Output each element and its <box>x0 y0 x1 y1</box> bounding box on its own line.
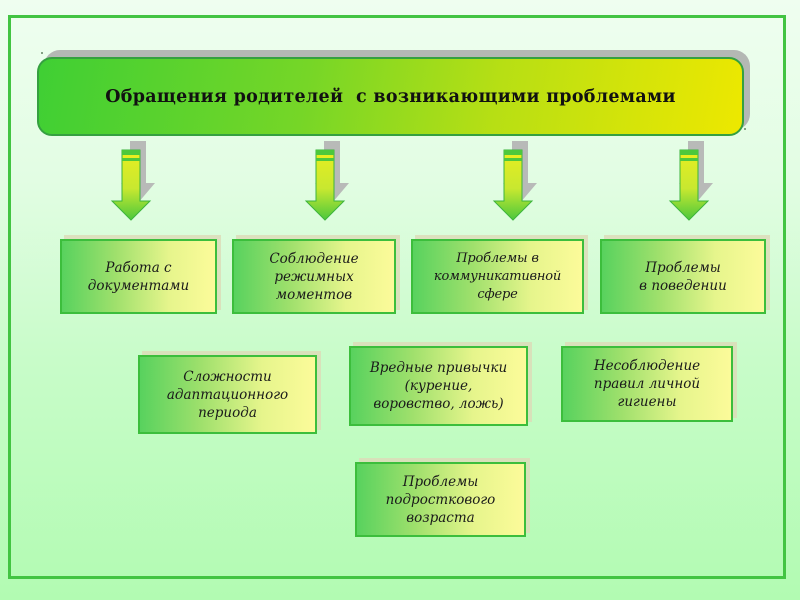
arrow-stripe <box>681 155 697 158</box>
arrow-band <box>122 158 140 161</box>
box-body: Работа с документами <box>60 239 217 314</box>
box-body: Проблемы в поведении <box>600 239 766 314</box>
diagram-title: Обращения родителей с возникающими пробл… <box>105 86 676 107</box>
box-label: Сложности адаптационного периода <box>166 368 289 421</box>
arrow-cap <box>316 150 334 155</box>
box-label: Работа с документами <box>87 259 190 294</box>
arrow-cap <box>680 150 698 155</box>
down-arrow-graphic <box>110 141 155 221</box>
decorative-speck <box>41 52 43 54</box>
down-arrow-graphic <box>304 141 349 221</box>
box-routine: Соблюдение режимных моментов <box>232 235 400 314</box>
box-label: Соблюдение режимных моментов <box>269 250 359 303</box>
arrow-band <box>504 158 522 161</box>
arrow-band <box>680 158 698 161</box>
box-behavior: Проблемы в поведении <box>600 235 770 314</box>
box-label: Проблемы подросткового возраста <box>385 473 496 526</box>
box-body: Проблемы в коммуникативной сфере <box>411 239 584 314</box>
box-label: Проблемы в поведении <box>639 259 727 294</box>
down-arrow-graphic <box>492 141 537 221</box>
header-banner: Обращения родителей с возникающими пробл… <box>37 57 744 136</box>
down-arrow-icon <box>668 141 715 223</box>
down-arrow-icon <box>492 141 539 223</box>
box-label: Проблемы в коммуникативной сфере <box>433 250 562 302</box>
arrow-stripe <box>505 155 521 158</box>
down-arrow-graphic <box>668 141 713 221</box>
box-body: Сложности адаптационного периода <box>138 355 317 434</box>
box-bad-habits: Вредные привычки (курение, воровство, ло… <box>349 342 532 426</box>
box-label: Вредные привычки (курение, воровство, ло… <box>369 360 508 412</box>
down-arrow-icon <box>304 141 351 223</box>
box-body: Проблемы подросткового возраста <box>355 462 526 537</box>
decorative-speck <box>744 128 746 130</box>
arrow-stripe <box>317 155 333 158</box>
arrow-stripe <box>123 155 139 158</box>
arrow-cap <box>504 150 522 155</box>
box-adolescence: Проблемы подросткового возраста <box>355 458 530 537</box>
slide-frame <box>8 15 786 579</box>
box-communication: Проблемы в коммуникативной сфере <box>411 235 588 314</box>
down-arrow-icon <box>110 141 157 223</box>
arrow-band <box>316 158 334 161</box>
box-hygiene: Несоблюдение правил личной гигиены <box>561 342 737 422</box>
box-adaptation: Сложности адаптационного периода <box>138 351 321 434</box>
box-body: Несоблюдение правил личной гигиены <box>561 346 733 422</box>
box-body: Соблюдение режимных моментов <box>232 239 396 314</box>
box-body: Вредные привычки (курение, воровство, ло… <box>349 346 528 426</box>
box-label: Несоблюдение правил личной гигиены <box>593 358 701 410</box>
box-documents: Работа с документами <box>60 235 221 314</box>
arrow-cap <box>122 150 140 155</box>
